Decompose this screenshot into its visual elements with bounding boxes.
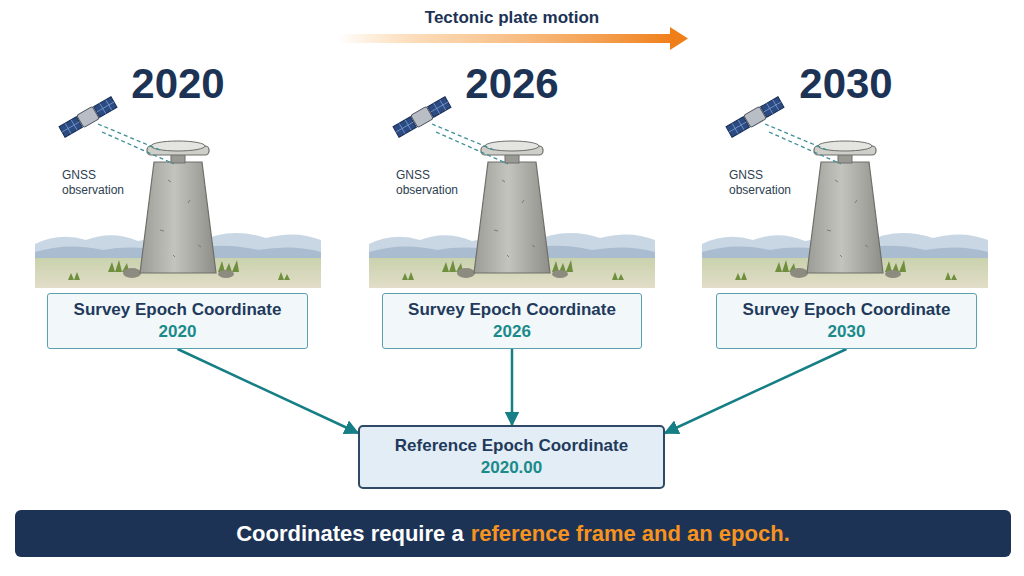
caption-row: Coordinates require a reference frame and… — [15, 510, 1011, 557]
year-heading: 2030 — [799, 60, 892, 108]
caption-text: Coordinates require a — [236, 521, 463, 547]
caption-banner — [15, 510, 1011, 557]
motion-arrow-head — [670, 27, 688, 50]
gnss-label: GNSS observation — [396, 168, 472, 198]
survey-station — [35, 96, 321, 288]
box-heading: Survey Epoch Coordinate — [408, 299, 616, 321]
survey-station — [369, 96, 655, 288]
year-heading: 2020 — [131, 60, 224, 108]
gnss-label: GNSS observation — [62, 168, 138, 198]
motion-label: Tectonic plate motion — [425, 8, 599, 28]
gnss-label: GNSS observation — [729, 168, 805, 198]
year-heading: 2026 — [465, 60, 558, 108]
motion-arrow-shaft — [338, 34, 672, 43]
box-heading: Reference Epoch Coordinate — [395, 435, 628, 457]
epoch-value: 2020 — [159, 321, 197, 343]
survey-box: Survey Epoch Coordinate2026 — [382, 293, 642, 349]
flow-arrow — [178, 349, 359, 433]
box-heading: Survey Epoch Coordinate — [74, 299, 282, 321]
flow-arrow — [511, 349, 514, 425]
survey-box: Survey Epoch Coordinate2030 — [716, 293, 977, 349]
caption-highlight: reference frame and an epoch. — [471, 521, 790, 547]
survey-box: Survey Epoch Coordinate2020 — [47, 293, 308, 349]
reference-box: Reference Epoch Coordinate2020.00 — [358, 425, 665, 489]
flow-arrow — [665, 349, 847, 433]
epoch-value: 2030 — [828, 321, 866, 343]
box-heading: Survey Epoch Coordinate — [743, 299, 951, 321]
survey-station — [702, 96, 988, 288]
epoch-value: 2020.00 — [481, 457, 542, 479]
epoch-value: 2026 — [493, 321, 531, 343]
